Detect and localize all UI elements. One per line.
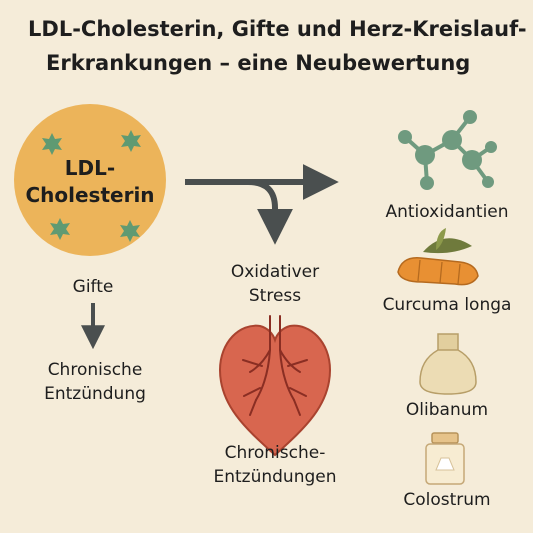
chronische-entzuendungen-line-1: Chronische- [224, 443, 326, 463]
star-icon [42, 133, 62, 155]
title-line-2: Erkrankungen – eine Neubewertung [46, 51, 471, 75]
chronische-entzuendung-line-1: Chronische [47, 360, 143, 380]
arrow-ldl-to-oxidativer-stress [247, 179, 293, 245]
ldl-label-line-2: Cholesterin [25, 183, 155, 207]
colostrum-label: Colostrum [403, 490, 491, 510]
page-title: LDL-Cholesterin, Gifte und Herz-Kreislau… [0, 12, 533, 80]
gifte-label: Gifte [72, 277, 114, 297]
oxidativer-stress-label: Oxidativer Stress [205, 260, 345, 308]
curcuma-longa-label: Curcuma longa [382, 295, 512, 315]
star-icon [120, 220, 140, 242]
curcuma-icon [397, 228, 479, 286]
chronische-entzuendungen-label: Chronische- Entzündungen [195, 441, 355, 489]
molecule-icon [398, 110, 497, 190]
ldl-label-line-1: LDL- [64, 156, 116, 180]
title-line-1: LDL-Cholesterin, Gifte und Herz-Kreislau… [28, 17, 527, 41]
star-icon [121, 130, 141, 152]
oxidativer-stress-line-2: Stress [248, 286, 302, 306]
heart-icon [218, 315, 332, 457]
olibanum-label: Olibanum [405, 400, 489, 420]
colostrum-jar-icon [425, 432, 465, 485]
chronische-entzuendung-label: Chronische Entzündung [20, 358, 170, 406]
antioxidantien-label: Antioxidantien [385, 202, 509, 222]
ldl-star-icons [42, 130, 141, 242]
ldl-label: LDL- Cholesterin [14, 155, 166, 209]
chronische-entzuendungen-line-2: Entzündungen [213, 467, 337, 487]
oxidativer-stress-line-1: Oxidativer [230, 262, 320, 282]
chronische-entzuendung-line-2: Entzündung [44, 384, 146, 404]
olibanum-bottle-icon [419, 333, 477, 395]
star-icon [50, 218, 70, 240]
